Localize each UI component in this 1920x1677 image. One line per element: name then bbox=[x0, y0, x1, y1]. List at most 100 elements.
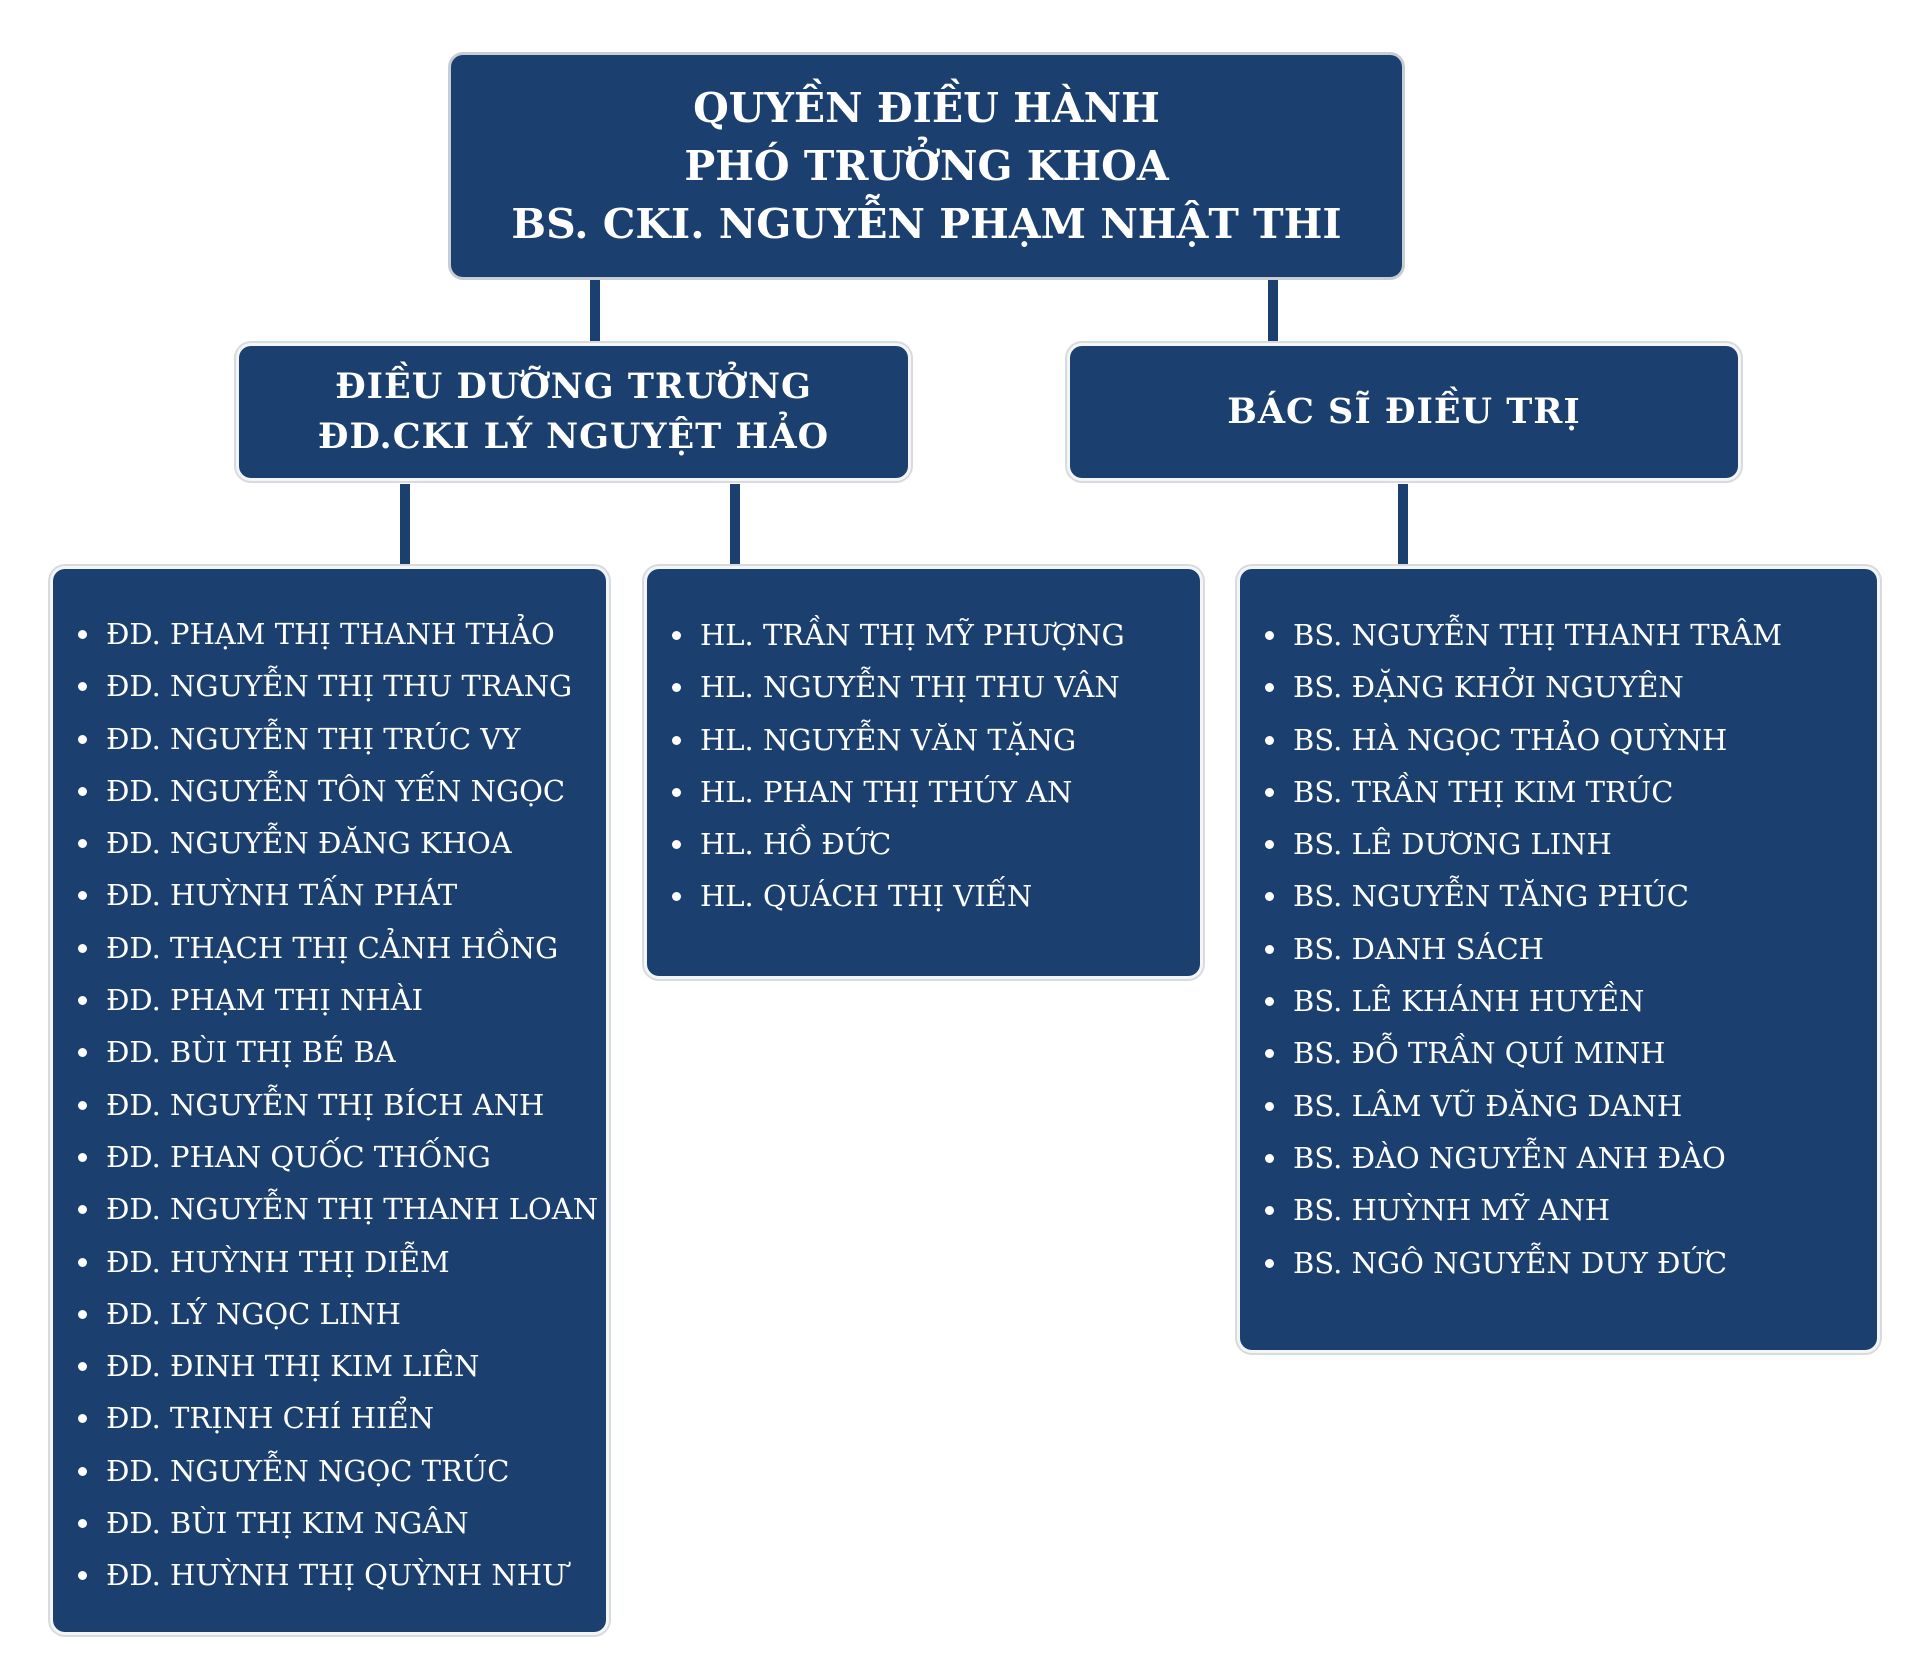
list-item: ĐD. NGUYỄN THỊ THU TRANG bbox=[78, 660, 598, 712]
list-item: ĐD. NGUYỄN TÔN YẾN NGỌC bbox=[78, 765, 598, 817]
bullet-icon bbox=[78, 1309, 87, 1319]
staff-name: BS. ĐÀO NGUYỄN ANH ĐÀO bbox=[1293, 1140, 1726, 1175]
staff-name: HL. QUÁCH THỊ VIẾN bbox=[700, 879, 1033, 914]
list-item: ĐD. NGUYỄN ĐĂNG KHOA bbox=[78, 817, 598, 869]
bullet-icon bbox=[78, 734, 87, 744]
bullet-icon bbox=[1265, 631, 1274, 640]
list-item: BS. ĐỖ TRẦN QUÍ MINH bbox=[1265, 1027, 1782, 1079]
bullet-icon bbox=[672, 683, 681, 693]
list-item: ĐD. HUỲNH THỊ DIỄM bbox=[78, 1236, 598, 1288]
deputy-head-role: PHÓ TRƯỞNG KHOA bbox=[684, 141, 1169, 190]
bullet-icon bbox=[78, 786, 87, 796]
deputy-head-name: BS. CKI. NGUYỄN PHẠM NHẬT THI bbox=[511, 200, 1342, 249]
bullet-icon bbox=[672, 840, 681, 850]
staff-name: BS. ĐỖ TRẦN QUÍ MINH bbox=[1293, 1036, 1666, 1071]
attending-doctors-box: BÁC SĨ ĐIỀU TRỊ bbox=[1070, 346, 1738, 478]
head-nurse-title: ĐIỀU DƯỠNG TRƯỞNG bbox=[335, 366, 812, 408]
staff-name: ĐD. BÙI THỊ KIM NGÂN bbox=[106, 1506, 469, 1541]
bullet-icon bbox=[672, 787, 681, 797]
bullet-icon bbox=[672, 735, 681, 745]
connector-nursing-to-orderlies bbox=[730, 484, 740, 565]
staff-name: ĐD. HUỲNH THỊ QUỲNH NHƯ bbox=[106, 1558, 567, 1593]
staff-name: ĐD. LÝ NGỌC LINH bbox=[106, 1296, 401, 1331]
bullet-icon bbox=[1265, 840, 1274, 850]
orderlies-list: HL. TRẦN THỊ MỸ PHƯỢNG HL. NGUYỄN THỊ THU… bbox=[672, 609, 1125, 923]
bullet-icon bbox=[78, 1414, 87, 1424]
list-item: HL. HỒ ĐỨC bbox=[672, 818, 1125, 870]
list-item: ĐD. ĐINH THỊ KIM LIÊN bbox=[78, 1340, 598, 1392]
staff-name: BS. HÀ NGỌC THẢO QUỲNH bbox=[1293, 722, 1728, 757]
deputy-head-title: QUYỀN ĐIỀU HÀNH bbox=[693, 83, 1160, 132]
staff-name: BS. NGÔ NGUYỄN DUY ĐỨC bbox=[1293, 1245, 1728, 1280]
bullet-icon bbox=[1265, 944, 1274, 954]
staff-name: HL. PHAN THỊ THÚY AN bbox=[700, 774, 1073, 809]
list-item: ĐD. PHẠM THỊ NHÀI bbox=[78, 974, 598, 1026]
list-item: HL. PHAN THỊ THÚY AN bbox=[672, 766, 1125, 818]
staff-name: ĐD. NGUYỄN NGỌC TRÚC bbox=[106, 1453, 510, 1488]
list-item: HL. QUÁCH THỊ VIẾN bbox=[672, 870, 1125, 922]
staff-name: ĐD. TRỊNH CHÍ HIỂN bbox=[106, 1401, 435, 1436]
head-nurse-name: ĐD.CKI LÝ NGUYỆT HẢO bbox=[317, 416, 830, 457]
head-nurse-box: ĐIỀU DƯỠNG TRƯỞNG ĐD.CKI LÝ NGUYỆT HẢO bbox=[239, 346, 908, 478]
list-item: BS. NGÔ NGUYỄN DUY ĐỨC bbox=[1265, 1237, 1782, 1289]
bullet-icon bbox=[78, 630, 87, 639]
staff-name: ĐD. PHẠM THỊ THANH THẢO bbox=[106, 617, 555, 651]
list-item: ĐD. PHAN QUỐC THỐNG bbox=[78, 1131, 598, 1183]
bullet-icon bbox=[78, 1519, 87, 1529]
staff-name: ĐD. NGUYỄN THỊ THU TRANG bbox=[106, 669, 573, 704]
staff-name: BS. LÊ KHÁNH HUYỀN bbox=[1293, 984, 1645, 1019]
bullet-icon bbox=[78, 682, 87, 692]
list-item: BS. DANH SÁCH bbox=[1265, 923, 1782, 975]
connector-doctors-to-list bbox=[1398, 484, 1408, 565]
bullet-icon bbox=[1265, 683, 1274, 693]
staff-name: BS. NGUYỄN TĂNG PHÚC bbox=[1293, 879, 1689, 914]
bullet-icon bbox=[78, 1571, 87, 1581]
staff-name: HL. NGUYỄN THỊ THU VÂN bbox=[700, 670, 1120, 705]
list-item: BS. HUỲNH MỸ ANH bbox=[1265, 1184, 1782, 1236]
list-item: ĐD. BÙI THỊ BÉ BA bbox=[78, 1026, 598, 1078]
bullet-icon bbox=[672, 631, 681, 640]
connector-top-right bbox=[1268, 277, 1278, 342]
list-item: ĐD. NGUYỄN NGỌC TRÚC bbox=[78, 1445, 598, 1497]
staff-name: ĐD. NGUYỄN THỊ BÍCH ANH bbox=[106, 1087, 545, 1122]
bullet-icon bbox=[1265, 1258, 1274, 1268]
bullet-icon bbox=[78, 891, 87, 901]
staff-name: BS. LÊ DƯƠNG LINH bbox=[1293, 827, 1612, 862]
bullet-icon bbox=[78, 943, 87, 953]
list-item: ĐD. TRỊNH CHÍ HIỂN bbox=[78, 1392, 598, 1444]
staff-name: HL. TRẦN THỊ MỸ PHƯỢNG bbox=[700, 618, 1125, 652]
list-item: HL. NGUYỄN VĂN TẶNG bbox=[672, 714, 1125, 766]
bullet-icon bbox=[78, 1048, 87, 1058]
staff-name: BS. HUỲNH MỸ ANH bbox=[1293, 1193, 1611, 1228]
bullet-icon bbox=[78, 1100, 87, 1110]
bullet-icon bbox=[78, 1152, 87, 1162]
bullet-icon bbox=[1265, 787, 1274, 797]
list-item: ĐD. BÙI THỊ KIM NGÂN bbox=[78, 1497, 598, 1549]
bullet-icon bbox=[1265, 997, 1274, 1007]
bullet-icon bbox=[1265, 1206, 1274, 1216]
connector-nursing-to-nurses bbox=[400, 484, 410, 565]
bullet-icon bbox=[78, 1257, 87, 1267]
bullet-icon bbox=[78, 1466, 87, 1476]
staff-name: ĐD. ĐINH THỊ KIM LIÊN bbox=[106, 1349, 480, 1384]
list-item: ĐD. NGUYỄN THỊ BÍCH ANH bbox=[78, 1079, 598, 1131]
list-item: ĐD. NGUYỄN THỊ TRÚC VY bbox=[78, 713, 598, 765]
bullet-icon bbox=[1265, 1101, 1274, 1111]
list-item: ĐD. PHẠM THỊ THANH THẢO bbox=[78, 608, 598, 660]
staff-name: ĐD. PHAN QUỐC THỐNG bbox=[106, 1139, 491, 1174]
bullet-icon bbox=[1265, 1153, 1274, 1163]
list-item: ĐD. NGUYỄN THỊ THANH LOAN bbox=[78, 1183, 598, 1235]
staff-name: ĐD. NGUYỄN TÔN YẾN NGỌC bbox=[106, 773, 566, 808]
staff-name: ĐD. NGUYỄN THỊ THANH LOAN bbox=[106, 1192, 599, 1227]
list-item: BS. HÀ NGỌC THẢO QUỲNH bbox=[1265, 714, 1782, 766]
list-item: ĐD. THẠCH THỊ CẢNH HỒNG bbox=[78, 922, 598, 974]
list-item: BS. LÂM VŨ ĐĂNG DANH bbox=[1265, 1080, 1782, 1132]
list-item: BS. NGUYỄN TĂNG PHÚC bbox=[1265, 870, 1782, 922]
list-item: BS. TRẦN THỊ KIM TRÚC bbox=[1265, 766, 1782, 818]
bullet-icon bbox=[1265, 892, 1274, 902]
staff-name: ĐD. BÙI THỊ BÉ BA bbox=[106, 1035, 396, 1070]
bullet-icon bbox=[78, 839, 87, 849]
bullet-icon bbox=[78, 1362, 87, 1372]
orderlies-list-box: HL. TRẦN THỊ MỸ PHƯỢNG HL. NGUYỄN THỊ THU… bbox=[647, 569, 1200, 976]
bullet-icon bbox=[672, 892, 681, 902]
